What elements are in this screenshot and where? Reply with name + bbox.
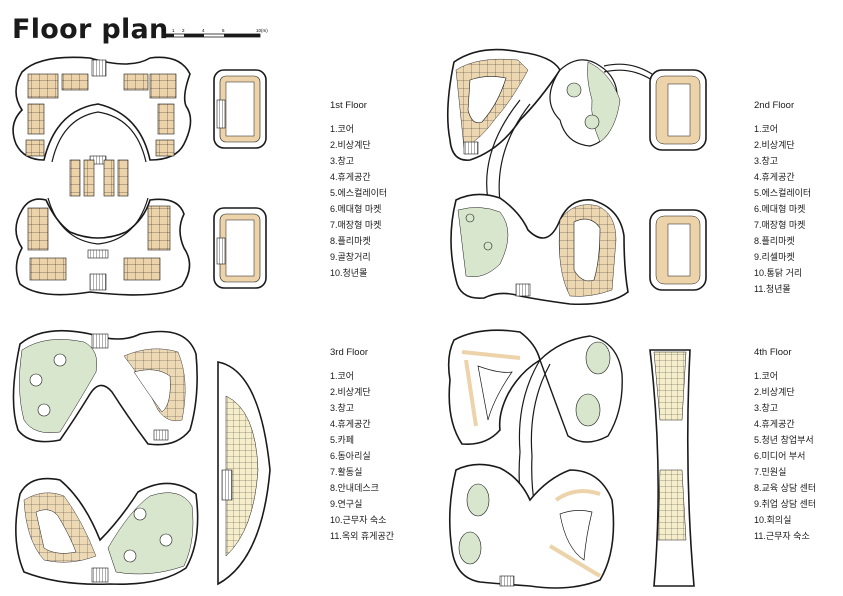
legend-heading: 1st Floor — [330, 100, 367, 111]
scale-tick: 10(m) — [256, 28, 268, 33]
legend-item: 4.휴게공간 — [330, 419, 371, 429]
floor4-plan — [447, 329, 695, 589]
scale-tick: 2 — [182, 28, 185, 33]
legend-item: 7.매장형 마켓 — [330, 220, 382, 230]
legend-item: 1.코어 — [754, 124, 779, 134]
legend-item: 2.비상계단 — [754, 387, 795, 397]
floor1-annex-lower — [213, 207, 267, 289]
legend-item: 8.안내데스크 — [330, 483, 379, 493]
floor1-upper-plan — [12, 56, 192, 165]
legend-item: 5.에스컬레이터 — [754, 188, 812, 198]
legend-item: 8.플리마켓 — [330, 236, 371, 246]
legend-item: 9.골창거리 — [330, 252, 371, 262]
scale-tick: 1 — [172, 28, 175, 33]
legend-item: 7.활동실 — [330, 467, 363, 477]
legend-item: 4.휴게공간 — [754, 172, 795, 182]
legend-item: 4.휴게공간 — [754, 419, 795, 429]
legend-item: 3.창고 — [754, 156, 779, 166]
legend-item: 9.취업 상담 센터 — [754, 499, 817, 509]
legend-item: 6.메대형 마켓 — [754, 204, 806, 214]
legend-item: 3.창고 — [330, 156, 355, 166]
legend-heading: 2nd Floor — [754, 100, 795, 111]
legend-floor3: 3rd Floor 1.코어 2.비상계단 3.창고 4.휴게공간 5.카페 6… — [330, 345, 394, 544]
legend-item: 8.교육 상담 센터 — [754, 483, 817, 493]
floor2-plan — [446, 48, 707, 306]
legend-floor2: 2nd Floor 1.코어 2.비상계단 3.창고 4.휴게공간 5.에스컬레… — [754, 98, 811, 297]
scale-bar: 0 1 2 4 6 10(m) — [160, 28, 275, 49]
legend-item: 9.연구실 — [330, 499, 363, 509]
legend-item: 2.비상계단 — [330, 387, 371, 397]
legend-item: 7.매장형 마켓 — [754, 220, 806, 230]
legend-item: 4.휴게공간 — [330, 172, 371, 182]
legend-item: 1.코어 — [330, 124, 355, 134]
floor1-annex-upper — [213, 69, 267, 149]
legend-item: 6.메대형 마켓 — [330, 204, 382, 214]
legend-heading: 3rd Floor — [330, 347, 369, 358]
legend-item: 11.근무자 숙소 — [754, 531, 810, 541]
scale-tick: 0 — [162, 28, 165, 33]
legend-item: 3.창고 — [754, 403, 779, 413]
floor3-plan — [12, 329, 271, 586]
legend-item: 11.옥외 휴게공간 — [330, 531, 395, 541]
legend-item: 7.민원실 — [754, 467, 787, 477]
legend-item: 5.청년 창업부서 — [754, 435, 814, 445]
legend-item: 2.비상계단 — [754, 140, 795, 150]
scale-tick: 6 — [222, 28, 225, 33]
legend-heading: 4th Floor — [754, 347, 792, 358]
legend-item: 10.회의실 — [754, 515, 792, 525]
legend-item: 5.카페 — [330, 435, 355, 445]
scale-tick: 4 — [202, 28, 205, 33]
legend-item: 2.비상계단 — [330, 140, 371, 150]
legend-item: 10.통닭 거리 — [754, 268, 803, 278]
legend-floor1: 1st Floor 1.코어 2.비상계단 3.창고 4.휴게공간 5.에스컬레… — [330, 98, 387, 281]
legend-item: 8.플리마켓 — [754, 236, 795, 246]
legend-item: 10.근무자 숙소 — [330, 515, 387, 525]
legend-item: 6.동아리실 — [330, 451, 371, 461]
legend-item: 1.코어 — [754, 371, 779, 381]
legend-item: 1.코어 — [330, 371, 355, 381]
legend-item: 3.창고 — [330, 403, 355, 413]
legend-item: 9.리셀마켓 — [754, 252, 795, 262]
legend-item: 6.미디어 부서 — [754, 451, 806, 461]
legend-item: 10.청년몰 — [330, 268, 368, 278]
legend-floor4: 4th Floor 1.코어 2.비상계단 3.창고 4.휴게공간 5.청년 창… — [754, 345, 816, 544]
floor1-lower-plan — [15, 197, 191, 296]
legend-item: 11.청년몰 — [754, 284, 791, 294]
floor1-center-stalls — [69, 159, 129, 197]
legend-item: 5.에스컬레이터 — [330, 188, 388, 198]
page-title: Floor plan — [12, 14, 169, 45]
